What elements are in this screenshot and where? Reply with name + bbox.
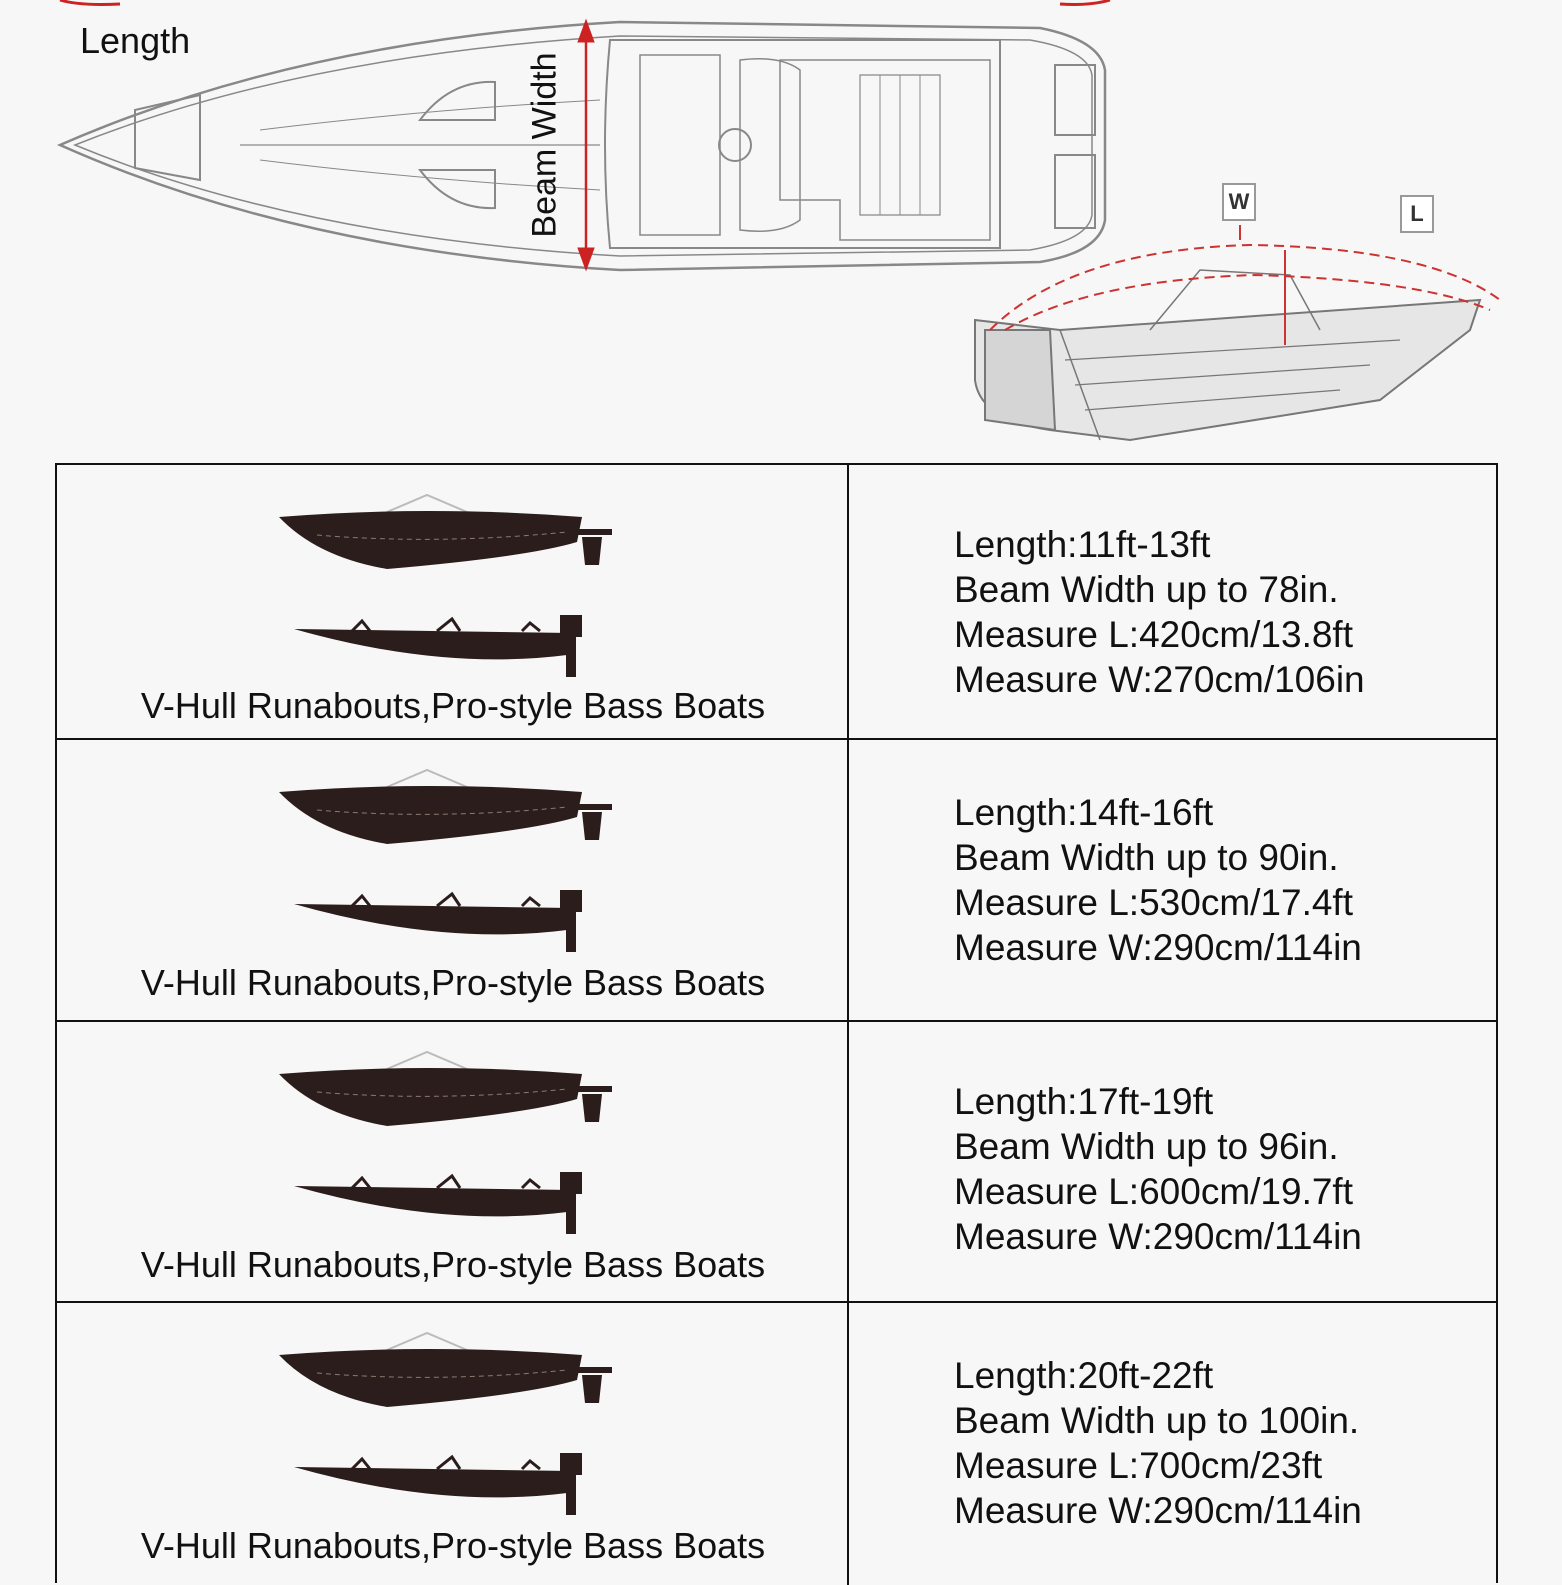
spec-cell: Length:11ft-13ft Beam Width up to 78in. … (849, 465, 1496, 738)
bass-boat-icon (294, 1172, 582, 1234)
beam-width-arrow (577, 18, 595, 272)
boat-type-label: V-Hull Runabouts,Pro-style Bass Boats (140, 685, 766, 726)
beam-width-label: Beam Width (525, 52, 564, 238)
cover-dashed-outline (989, 243, 1501, 331)
boat-top-view (56, 20, 1107, 272)
length-arc-right (1059, 0, 1111, 6)
measure-l-spec: Measure L:420cm/13.8ft (954, 614, 1353, 655)
measure-l-spec: Measure L:530cm/17.4ft (954, 882, 1353, 923)
measure-l-spec: Measure L:600cm/19.7ft (954, 1171, 1353, 1212)
boat-type-cell: V-Hull Runabouts,Pro-style Bass Boats (57, 1022, 849, 1301)
table-row: V-Hull Runabouts,Pro-style Bass Boats Le… (57, 465, 1496, 740)
beam-spec: Beam Width up to 90in. (954, 837, 1339, 878)
measure-w-spec: Measure W:290cm/114in (954, 927, 1362, 968)
table-row: V-Hull Runabouts,Pro-style Bass Boats Le… (57, 740, 1496, 1022)
runabout-boat-icon (279, 768, 612, 844)
measure-w-spec: Measure W:270cm/106in (954, 659, 1365, 700)
spec-cell: Length:14ft-16ft Beam Width up to 90in. … (849, 740, 1496, 1020)
measure-w-spec: Measure W:290cm/114in (954, 1490, 1362, 1531)
measure-l-spec: Measure L:700cm/23ft (954, 1445, 1323, 1486)
length-spec: Length:17ft-19ft (954, 1081, 1214, 1122)
spec-cell: Length:20ft-22ft Beam Width up to 100in.… (849, 1303, 1496, 1585)
measure-arrows (1239, 225, 1286, 345)
measure-w-spec: Measure W:290cm/114in (954, 1216, 1362, 1257)
width-tag: W (1222, 183, 1256, 221)
boat-type-cell: V-Hull Runabouts,Pro-style Bass Boats (57, 740, 849, 1020)
boat-type-cell: V-Hull Runabouts,Pro-style Bass Boats (57, 465, 849, 738)
boat-diagram: Length Beam Width W L (0, 0, 1562, 460)
length-spec: Length:20ft-22ft (954, 1355, 1214, 1396)
bass-boat-icon (294, 890, 582, 952)
runabout-boat-icon (279, 493, 612, 569)
beam-spec: Beam Width up to 100in. (954, 1400, 1360, 1441)
length-label: Length (80, 20, 191, 61)
size-table: V-Hull Runabouts,Pro-style Bass Boats Le… (55, 463, 1498, 1585)
beam-spec: Beam Width up to 96in. (954, 1126, 1339, 1167)
boat-type-label: V-Hull Runabouts,Pro-style Bass Boats (140, 1244, 766, 1285)
length-spec: Length:14ft-16ft (954, 792, 1214, 833)
boat-perspective-view (974, 269, 1482, 442)
bass-boat-icon (294, 615, 582, 677)
boat-type-label: V-Hull Runabouts,Pro-style Bass Boats (140, 1525, 766, 1566)
length-tag: L (1400, 195, 1434, 233)
bass-boat-icon (294, 1453, 582, 1515)
table-row: V-Hull Runabouts,Pro-style Bass Boats Le… (57, 1022, 1496, 1303)
boat-type-cell: V-Hull Runabouts,Pro-style Bass Boats (57, 1303, 849, 1585)
runabout-boat-icon (279, 1050, 612, 1126)
boat-type-label: V-Hull Runabouts,Pro-style Bass Boats (140, 962, 766, 1003)
length-arc-left (59, 0, 121, 6)
runabout-boat-icon (279, 1331, 612, 1407)
beam-spec: Beam Width up to 78in. (954, 569, 1339, 610)
table-row: V-Hull Runabouts,Pro-style Bass Boats Le… (57, 1303, 1496, 1585)
boat-top-view-drawing (56, 0, 1501, 442)
spec-cell: Length:17ft-19ft Beam Width up to 96in. … (849, 1022, 1496, 1301)
length-spec: Length:11ft-13ft (954, 524, 1211, 565)
